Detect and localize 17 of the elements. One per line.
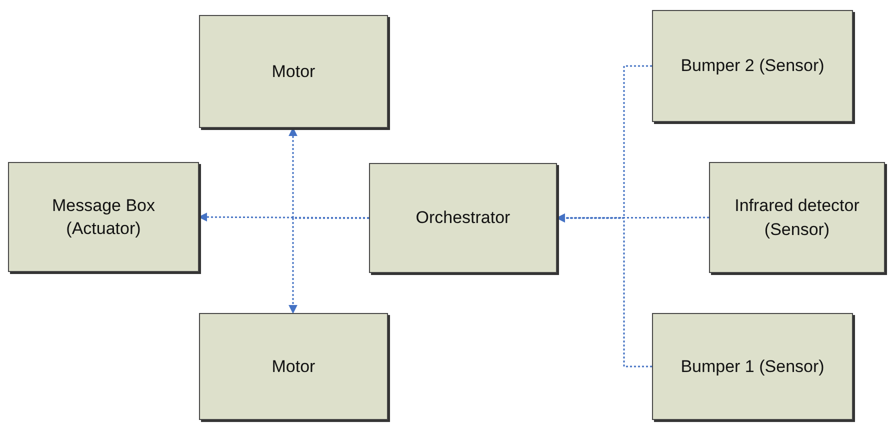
process-box — [199, 15, 388, 128]
box-label: Message Box (Actuator) — [51, 194, 156, 240]
process-box — [652, 313, 853, 420]
arrow — [288, 217, 369, 314]
box-label: Infrared detector (Sensor) — [734, 195, 860, 240]
process-box — [652, 10, 853, 122]
box-label: Orchestrator — [416, 207, 510, 230]
process-box — [369, 163, 557, 273]
box-label: Motor — [272, 60, 316, 83]
process-box — [199, 313, 388, 420]
box-label: Bumper 1 (Sensor) — [680, 356, 824, 378]
box-label: Bumper 2 (Sensor) — [680, 55, 824, 78]
box-label: Motor — [272, 356, 316, 378]
process-box — [709, 162, 885, 273]
process-box — [8, 162, 199, 272]
arrow — [198, 212, 369, 222]
arrow — [556, 214, 652, 368]
